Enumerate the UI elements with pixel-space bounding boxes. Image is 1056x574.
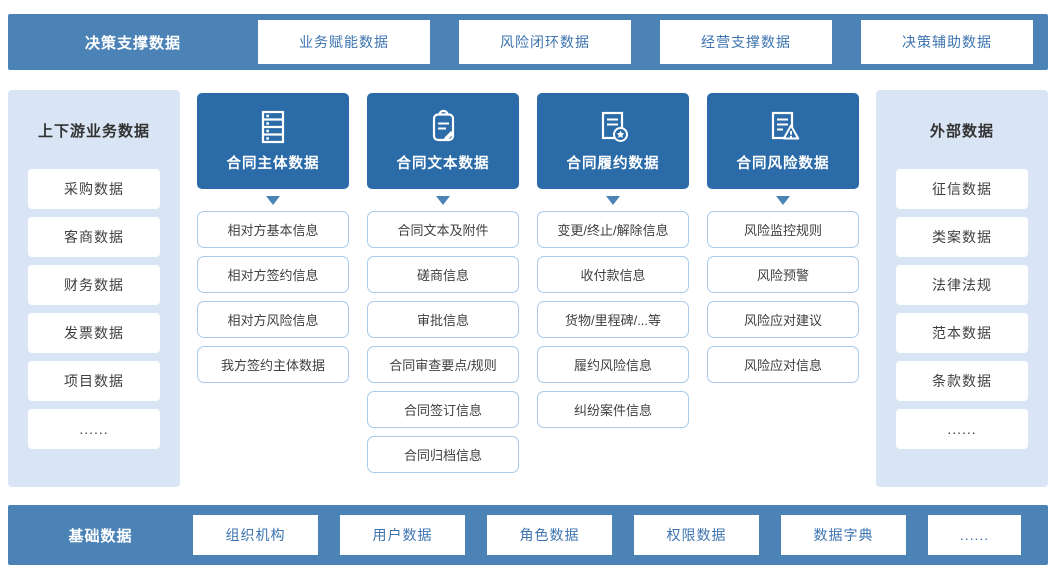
down-arrow-icon [606,196,620,205]
column-header: 合同履约数据 [537,93,689,189]
bottom-band-label: 基础数据 [68,527,133,545]
column-item: 磋商信息 [367,256,519,293]
column-item: 相对方风险信息 [197,301,349,338]
top-band: 决策支撑数据 业务赋能数据风险闭环数据经营支撑数据决策辅助数据 [8,14,1048,70]
top-band-chip: 经营支撑数据 [660,20,832,64]
bottom-band-chips: 组织机构用户数据角色数据权限数据数据字典...... [193,515,1021,555]
top-band-chip: 风险闭环数据 [459,20,631,64]
bottom-band-chip: 角色数据 [487,515,612,555]
column-items: 合同文本及附件磋商信息审批信息合同审查要点/规则合同签订信息合同归档信息 [367,211,519,473]
column-item: 收付款信息 [537,256,689,293]
column-item: 风险应对信息 [707,346,859,383]
column-item: 风险应对建议 [707,301,859,338]
right-panel-title: 外部数据 [929,123,994,140]
panel-item: 类案数据 [896,217,1028,257]
bottom-band-chip: 组织机构 [193,515,318,555]
panel-item: 发票数据 [28,313,160,353]
left-panel-title: 上下游业务数据 [37,123,150,140]
panel-item: 条款数据 [896,361,1028,401]
column-item: 风险监控规则 [707,211,859,248]
column-item: 审批信息 [367,301,519,338]
panel-item: ...... [896,409,1028,449]
column-header: 合同文本数据 [367,93,519,189]
list-server-icon [255,109,291,145]
panel-item: 采购数据 [28,169,160,209]
panel-item: ...... [28,409,160,449]
column-item: 合同文本及附件 [367,211,519,248]
bottom-band-chip: ...... [928,515,1021,555]
bottom-band-chip: 用户数据 [340,515,465,555]
column-items: 变更/终止/解除信息收付款信息货物/里程碑/...等履约风险信息纠纷案件信息 [537,211,689,428]
column-item: 纠纷案件信息 [537,391,689,428]
down-arrow-icon [776,196,790,205]
top-band-label: 决策支撑数据 [84,34,181,52]
top-band-chip: 决策辅助数据 [861,20,1033,64]
top-band-chip: 业务赋能数据 [258,20,430,64]
bottom-band: 基础数据 组织机构用户数据角色数据权限数据数据字典...... [8,505,1048,565]
middle-columns: 合同主体数据 相对方基本信息相对方签约信息相对方风险信息我方签约主体数据 [180,90,876,487]
document-star-icon [595,109,631,145]
column-item: 合同审查要点/规则 [367,346,519,383]
column-item: 变更/终止/解除信息 [537,211,689,248]
clipboard-pen-icon [425,109,461,145]
panel-item: 范本数据 [896,313,1028,353]
bottom-band-chip: 数据字典 [781,515,906,555]
right-panel-items: 征信数据类案数据法律法规范本数据条款数据...... [876,169,1048,449]
column-title: 合同履约数据 [566,156,660,172]
column-items: 风险监控规则风险预警风险应对建议风险应对信息 [707,211,859,383]
left-panel-items: 采购数据客商数据财务数据发票数据项目数据...... [8,169,180,449]
panel-item: 法律法规 [896,265,1028,305]
column-item: 履约风险信息 [537,346,689,383]
right-panel: 外部数据 征信数据类案数据法律法规范本数据条款数据...... [876,90,1048,487]
down-arrow-icon [266,196,280,205]
column-title: 合同文本数据 [396,156,490,172]
panel-item: 征信数据 [896,169,1028,209]
left-panel: 上下游业务数据 采购数据客商数据财务数据发票数据项目数据...... [8,90,180,487]
column-item: 我方签约主体数据 [197,346,349,383]
column-item: 风险预警 [707,256,859,293]
column-contract-subject: 合同主体数据 相对方基本信息相对方签约信息相对方风险信息我方签约主体数据 [197,93,349,487]
column-contract-performance: 合同履约数据 变更/终止/解除信息收付款信息货物/里程碑/...等履约风险信息纠… [537,93,689,487]
panel-item: 客商数据 [28,217,160,257]
panel-item: 财务数据 [28,265,160,305]
column-item: 合同归档信息 [367,436,519,473]
document-warning-icon [765,109,801,145]
column-header: 合同主体数据 [197,93,349,189]
column-item: 相对方基本信息 [197,211,349,248]
column-item: 货物/里程碑/...等 [537,301,689,338]
main-area: 上下游业务数据 采购数据客商数据财务数据发票数据项目数据...... [8,90,1048,487]
panel-item: 项目数据 [28,361,160,401]
bottom-band-chip: 权限数据 [634,515,759,555]
column-item: 合同签订信息 [367,391,519,428]
column-item: 相对方签约信息 [197,256,349,293]
down-arrow-icon [436,196,450,205]
column-contract-text: 合同文本数据 合同文本及附件磋商信息审批信息合同审查要点/规则合同签订信息合同归… [367,93,519,487]
top-band-chips: 业务赋能数据风险闭环数据经营支撑数据决策辅助数据 [258,20,1033,64]
column-items: 相对方基本信息相对方签约信息相对方风险信息我方签约主体数据 [197,211,349,383]
column-contract-risk: 合同风险数据 风险监控规则风险预警风险应对建议风险应对信息 [707,93,859,487]
column-title: 合同主体数据 [226,156,320,172]
column-title: 合同风险数据 [736,156,830,172]
column-header: 合同风险数据 [707,93,859,189]
